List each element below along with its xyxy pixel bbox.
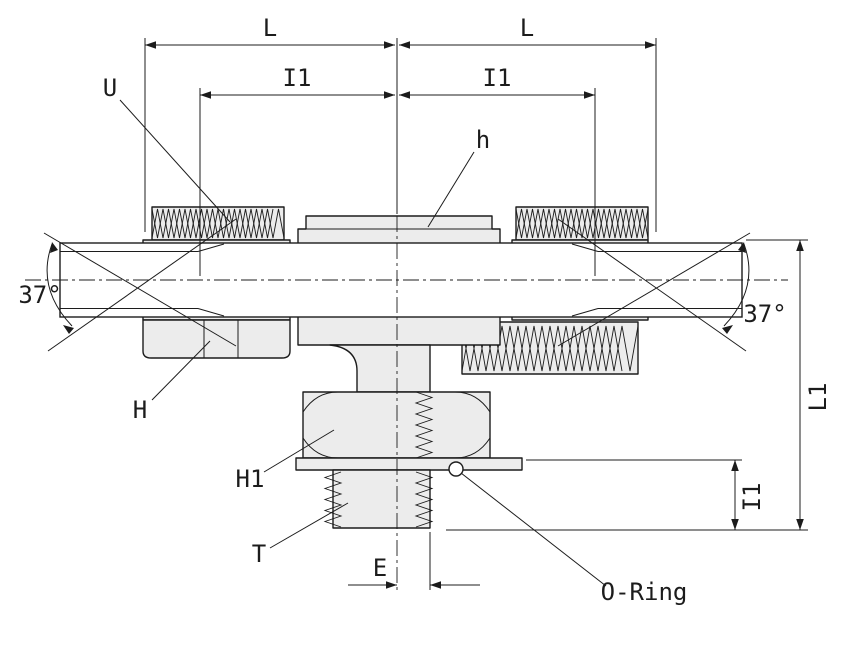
branch-hex <box>302 391 491 459</box>
callout-label-H1: H1 <box>236 465 265 493</box>
callout-label-T: T <box>252 540 266 568</box>
branch-neck <box>329 344 431 393</box>
leader-H1 <box>263 429 335 473</box>
angle-arc-left <box>46 243 73 327</box>
branch <box>295 344 523 529</box>
leader-T <box>269 502 349 549</box>
leader-h <box>427 151 475 228</box>
callout-label-h: h <box>476 126 490 154</box>
dimension-L-right: L <box>399 14 656 49</box>
dimension-I1-left: I1 <box>200 64 395 99</box>
dimension-I1-vertical: I1 <box>731 460 766 530</box>
branch-stud <box>332 469 431 529</box>
left-nut-hex-bottom <box>142 319 291 359</box>
dim-arrows-E <box>386 581 441 589</box>
cone-line-right-2 <box>557 218 747 352</box>
centerlines <box>25 216 788 592</box>
left-nut-hex-lines <box>203 320 239 358</box>
right-nut-knurl-pattern-reverse <box>515 208 649 239</box>
callout-label-oring: O-Ring <box>601 578 688 606</box>
extension-lines <box>144 38 808 590</box>
left-nut-knurl-pattern-reverse <box>151 208 274 239</box>
stud-thread-right <box>414 471 434 528</box>
left-nut-knurl-pattern <box>151 208 285 239</box>
dimensions: L L I1 I1 L1 I1 <box>144 14 832 590</box>
flare-cone-lines <box>43 218 751 352</box>
callouts: U h 37° 37° H H1 T O-Ring <box>18 74 786 606</box>
dim-label-I1-vertical: I1 <box>738 483 766 512</box>
callout-label-U: U <box>103 74 117 102</box>
angle-label-right: 37° <box>743 300 786 328</box>
dim-label-L-left: L <box>263 14 277 42</box>
left-nut-knurl-band <box>151 206 285 241</box>
branch-washer <box>295 457 523 471</box>
dimension-E: E <box>348 554 480 589</box>
dimension-I1-right: I1 <box>399 64 595 99</box>
angle-arc-right-arrows <box>722 242 746 334</box>
dim-label-L1: L1 <box>804 383 832 412</box>
locknut-thread-engagement <box>414 391 434 459</box>
tube-wall-left <box>60 251 198 309</box>
dim-label-L-right: L <box>520 14 534 42</box>
leader-H <box>151 340 211 401</box>
cone-line-right-1 <box>557 232 751 347</box>
angle-arc-right <box>723 243 750 327</box>
branch-hex-arcs <box>302 391 491 459</box>
dimension-L-left: L <box>145 14 395 49</box>
right-nut-knurl-band <box>515 206 649 241</box>
tube-flare-right <box>571 243 599 317</box>
leader-oring <box>460 472 607 587</box>
dim-label-I1-right: I1 <box>483 64 512 92</box>
stud-thread-left <box>323 471 343 528</box>
leader-U <box>119 99 231 223</box>
cone-line-left-2 <box>47 218 237 352</box>
angle-label-left: 37° <box>18 281 61 309</box>
right-nut-knurl-pattern <box>515 208 649 239</box>
dim-label-I1-left: I1 <box>283 64 312 92</box>
cone-line-left-1 <box>43 232 237 347</box>
dim-label-E: E <box>373 554 387 582</box>
dimension-L1: L1 <box>796 240 832 530</box>
angle-arc-left-arrows <box>50 242 74 334</box>
callout-label-H: H <box>133 396 147 424</box>
o-ring <box>448 461 464 477</box>
tube-flare-left <box>197 243 225 317</box>
